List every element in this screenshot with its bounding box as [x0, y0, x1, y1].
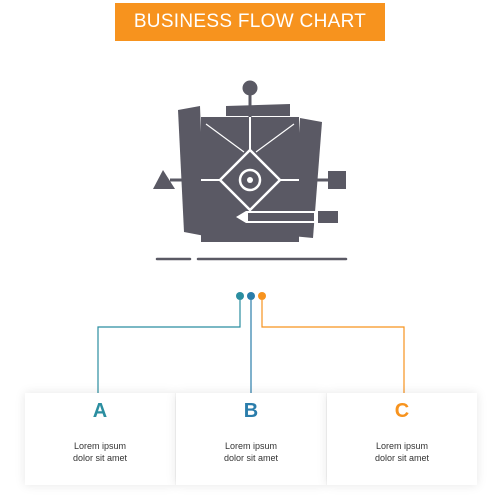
- step-card-a: A Lorem ipsum dolor sit amet: [25, 393, 175, 485]
- title-banner: BUSINESS FLOW CHART: [115, 3, 385, 41]
- step-description: Lorem ipsum dolor sit amet: [176, 440, 326, 464]
- step-text-line2: dolor sit amet: [374, 453, 430, 463]
- step-letter: A: [92, 400, 108, 422]
- algorithm-design-icon: [153, 80, 348, 261]
- step-text-line1: Lorem ipsum: [224, 441, 278, 451]
- step-description: Lorem ipsum dolor sit amet: [327, 440, 477, 464]
- step-text-line1: Lorem ipsum: [73, 441, 127, 451]
- connector-a: [97, 300, 241, 402]
- step-description: Lorem ipsum dolor sit amet: [25, 440, 175, 464]
- step-card-c: C Lorem ipsum dolor sit amet: [327, 393, 477, 485]
- page-title: BUSINESS FLOW CHART: [133, 11, 367, 32]
- connector-c: [261, 300, 405, 402]
- step-text-line2: dolor sit amet: [72, 453, 128, 463]
- step-letter: B: [243, 400, 259, 422]
- dot-b: [247, 292, 255, 300]
- step-card-b: B Lorem ipsum dolor sit amet: [176, 393, 326, 485]
- step-text-line1: Lorem ipsum: [375, 441, 429, 451]
- step-text-line2: dolor sit amet: [223, 453, 279, 463]
- dot-c: [258, 292, 266, 300]
- dot-a: [236, 292, 244, 300]
- step-letter: C: [394, 400, 410, 422]
